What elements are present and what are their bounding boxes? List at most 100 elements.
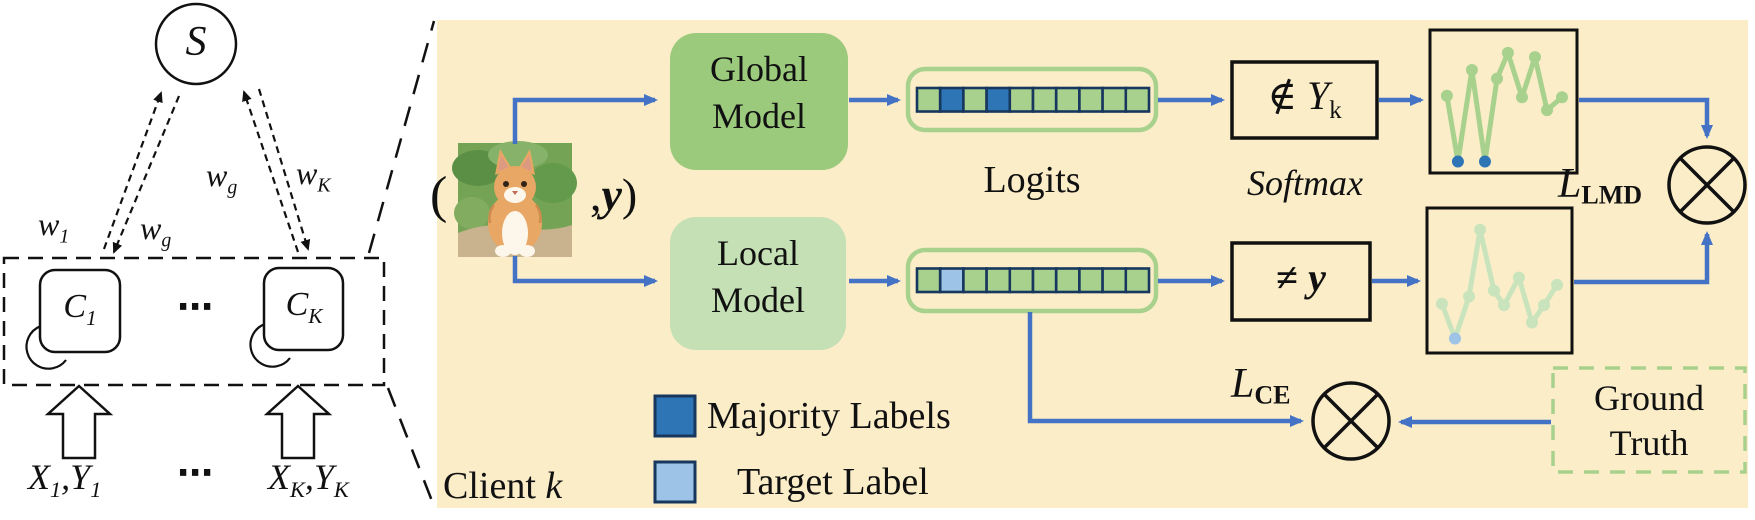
logit-cell-normal <box>915 267 942 294</box>
local-model-label: Local Model <box>711 233 805 320</box>
softmax-label: Softmax <box>1247 163 1363 203</box>
chart-point <box>1516 91 1529 104</box>
legend-majority-label: Majority Labels <box>707 395 951 437</box>
logits-vector-local-container <box>905 247 1159 314</box>
input-tuple-label: ,y) <box>590 169 638 220</box>
edge-label-wK: wK <box>296 155 331 197</box>
legend-target-label: Target Label <box>737 461 929 503</box>
local-model-box <box>670 217 846 350</box>
clients-ellipsis: ⋯ <box>177 287 213 327</box>
logit-cell-normal <box>1078 267 1104 294</box>
logit-cell-normal <box>1101 86 1128 113</box>
chart-point <box>1491 72 1504 85</box>
edge-label-w1: w1 <box>38 206 70 248</box>
logit-cell-majority <box>985 86 1012 113</box>
logit-cell-normal <box>985 267 1012 294</box>
logit-cell-normal <box>915 86 942 113</box>
chart-point <box>1556 91 1569 104</box>
ground-truth-label: Ground Truth <box>1594 378 1704 463</box>
client-K-node <box>262 266 345 352</box>
server-label: S <box>185 19 207 65</box>
chart-point <box>1435 297 1448 310</box>
client-1-label: C1 <box>63 288 97 330</box>
chart-point <box>1551 278 1564 291</box>
target-label-swatch <box>653 460 697 504</box>
lmd-loss-label: LLMD <box>1558 161 1643 210</box>
connector-chart-local-to-lmd <box>1574 231 1713 285</box>
data-input-arrow-clientK <box>263 384 333 460</box>
connector-input-to-local <box>512 256 658 287</box>
input-tuple-open-paren: ( <box>430 167 448 224</box>
logit-cell-normal <box>1101 267 1128 294</box>
chart-point-highlight <box>1478 155 1491 168</box>
chart-point <box>1501 46 1514 59</box>
chart-point <box>1440 89 1453 102</box>
chart-point-highlight <box>1448 332 1461 345</box>
ce-loss-label: LCE <box>1231 361 1291 410</box>
chart-point <box>1525 316 1538 329</box>
chart-point <box>1541 104 1554 117</box>
logit-cell-normal <box>1124 267 1151 294</box>
client-K-label: CK <box>285 286 323 328</box>
logits-label: Logits <box>983 159 1081 201</box>
logit-cell-target <box>938 267 965 294</box>
cat-input-image <box>452 141 577 257</box>
softmax-chart-global-box <box>1428 28 1579 175</box>
logit-cell-normal <box>1031 267 1058 294</box>
filter-notin-Yk-label: ∉ Yk <box>1267 73 1342 124</box>
dataset-1-label: X1,Y1 <box>28 457 102 503</box>
softmax-chart-local-box <box>1425 206 1574 355</box>
filter-neq-y-label: ≠ y <box>1276 255 1326 300</box>
data-input-arrow-client1 <box>44 384 114 460</box>
datasets-ellipsis: ⋯ <box>177 453 213 493</box>
chart-point <box>1512 271 1525 284</box>
client-k-caption: Client k <box>443 465 563 507</box>
majority-labels-swatch <box>653 394 697 438</box>
chart-point <box>1465 64 1478 77</box>
global-model-label: Global Model <box>710 49 808 136</box>
clients-group-box <box>2 256 386 387</box>
softmax-chart-local-series <box>1435 223 1564 345</box>
server-node <box>154 2 238 86</box>
logit-cell-normal <box>1078 86 1104 113</box>
logit-cell-majority <box>938 86 965 113</box>
logits-vector-global-cells <box>915 86 1151 113</box>
logit-cell-normal <box>1124 86 1151 113</box>
client-1-node <box>38 268 122 354</box>
zoom-link-bottom-line <box>386 387 434 502</box>
logit-cell-normal <box>1008 86 1035 113</box>
edge-label-wg-right: wg <box>206 157 238 199</box>
filter-notin-Yk-box <box>1230 60 1379 140</box>
logits-vector-local-cells <box>915 267 1151 294</box>
connector-chart-global-to-lmd <box>1579 97 1713 139</box>
lmd-multiply-node <box>1667 145 1747 225</box>
filter-neq-y-box <box>1230 241 1372 322</box>
logit-cell-normal <box>962 267 988 294</box>
logit-cell-normal <box>1008 267 1035 294</box>
connector-input-to-global <box>512 94 658 144</box>
global-model-box <box>670 33 848 170</box>
chart-point <box>1487 284 1500 297</box>
upload-arrow-clientK <box>242 90 300 253</box>
chart-point <box>1474 223 1487 236</box>
chart-point <box>1528 51 1541 64</box>
ce-multiply-node <box>1311 381 1391 461</box>
download-arrow-client1 <box>112 95 181 254</box>
chart-point <box>1463 290 1476 303</box>
logit-cell-normal <box>1054 267 1081 294</box>
download-arrow-clientK <box>257 88 311 251</box>
chart-point <box>1538 299 1551 312</box>
chart-point-highlight <box>1451 155 1464 168</box>
logit-cell-normal <box>962 86 988 113</box>
softmax-chart-global-series <box>1440 46 1569 168</box>
edge-label-wg-left: wg <box>140 210 172 252</box>
logit-cell-normal <box>1031 86 1058 113</box>
upload-arrow-client1 <box>102 91 163 250</box>
logit-cell-normal <box>1054 86 1081 113</box>
connector-logits-to-ce <box>1027 312 1304 427</box>
ground-truth-box <box>1551 366 1747 474</box>
chart-point <box>1497 299 1510 312</box>
zoom-link-top-line <box>367 20 436 254</box>
